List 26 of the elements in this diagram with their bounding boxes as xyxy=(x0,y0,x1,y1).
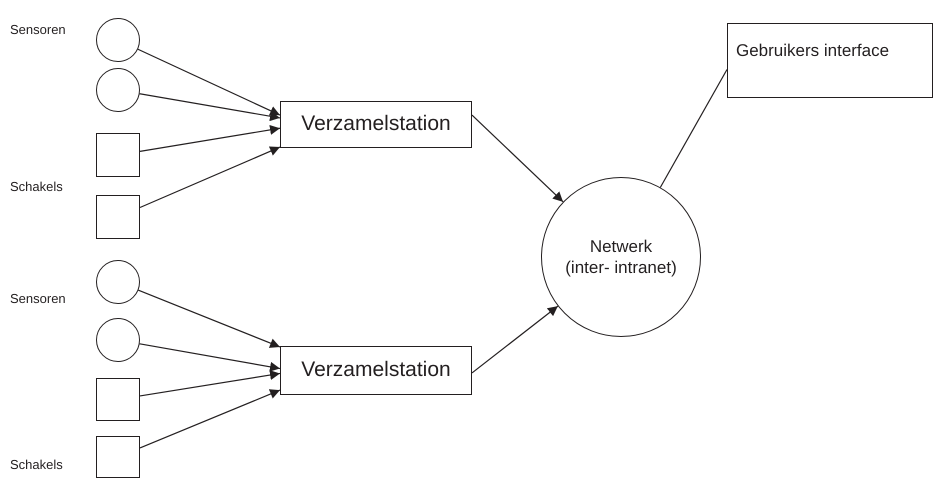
switch-box xyxy=(96,133,140,177)
arrow xyxy=(138,290,280,348)
node-label: Verzamelstation xyxy=(301,357,451,384)
group-label: Sensoren xyxy=(10,290,66,308)
switch-box xyxy=(96,195,140,239)
switch-box xyxy=(96,378,140,421)
arrow xyxy=(140,146,280,208)
arrow xyxy=(140,124,280,152)
group-label: Schakels xyxy=(10,456,63,474)
station-box xyxy=(280,101,472,148)
node-label: (inter- intranet) xyxy=(565,257,677,278)
arrow xyxy=(138,48,280,116)
arrow xyxy=(140,93,280,122)
switch-box xyxy=(96,436,140,478)
node-label: Verzamelstation xyxy=(301,111,451,138)
node-label: Netwerk xyxy=(590,236,652,257)
station-box xyxy=(727,23,933,98)
arrow xyxy=(140,370,280,397)
station-box xyxy=(280,346,472,395)
arrow xyxy=(140,343,280,372)
group-label: Sensoren xyxy=(10,21,66,39)
arrow xyxy=(472,114,564,202)
arrow xyxy=(472,306,558,374)
arrow xyxy=(140,389,280,448)
group-label: Schakels xyxy=(10,178,63,196)
node-label: Gebruikers interface xyxy=(736,40,890,62)
